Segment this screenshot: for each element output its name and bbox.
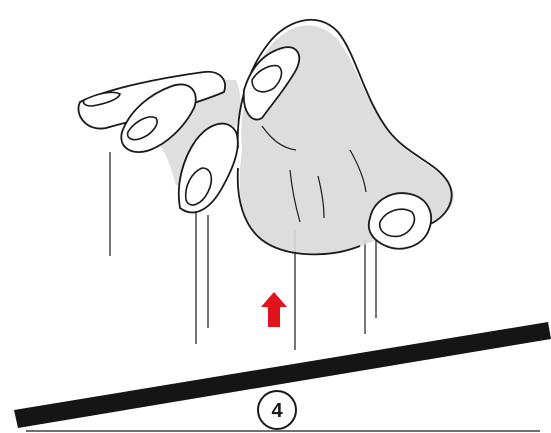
thumb-nail (251, 64, 283, 93)
step-circle (257, 390, 297, 430)
step-badge: 4 (257, 390, 297, 430)
crease (349, 149, 367, 193)
ring-finger-nail (184, 167, 213, 206)
hand-creases (261, 125, 367, 223)
arrow-up-icon (261, 292, 287, 327)
hand-releasing-icon (77, 18, 454, 256)
tilted-surface-bar (14, 322, 551, 428)
crease (317, 175, 325, 219)
motion-lines (109, 152, 377, 350)
crease (261, 125, 297, 151)
hand-outline (236, 18, 453, 256)
step-number: 4 (271, 400, 283, 422)
pinky-finger-nail (378, 208, 416, 238)
crease (289, 169, 301, 223)
index-finger-nail (82, 91, 121, 107)
middle-finger-nail (126, 116, 158, 141)
